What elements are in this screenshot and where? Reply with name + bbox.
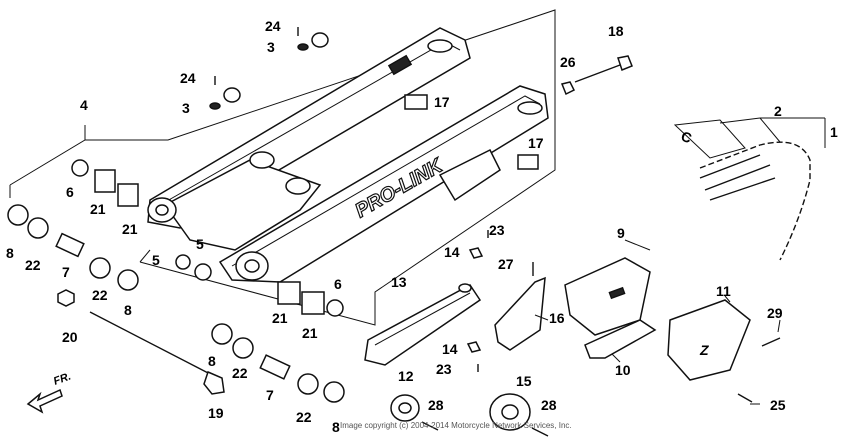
- callout-5b: 5: [196, 236, 204, 252]
- callout-24b: 24: [180, 70, 196, 86]
- callout-7a: 7: [62, 264, 70, 280]
- callout-3a: 3: [267, 39, 275, 55]
- callout-28a: 28: [428, 397, 444, 413]
- fasteners: [209, 27, 781, 437]
- callout-22a: 22: [25, 257, 41, 273]
- callout-9: 9: [617, 225, 625, 241]
- callout-6b: 6: [334, 276, 342, 292]
- callout-13: 13: [391, 274, 407, 290]
- roller-12: [390, 394, 420, 422]
- nut-20: [57, 289, 75, 307]
- callout-6a: 6: [66, 184, 74, 200]
- callout-28b: 28: [541, 397, 557, 413]
- chain-slider-13: [364, 283, 482, 366]
- callout-26: 26: [560, 54, 576, 70]
- guard-16: [494, 276, 546, 351]
- callout-27: 27: [498, 256, 514, 272]
- callout-18: 18: [608, 23, 624, 39]
- callout-12: 12: [398, 368, 414, 384]
- callout-24a: 24: [265, 18, 281, 34]
- callout-17a: 17: [434, 94, 450, 110]
- callout-15: 15: [516, 373, 532, 389]
- callout-14b: 14: [442, 341, 458, 357]
- guide-slider-10: [584, 319, 657, 359]
- callout-21a: 21: [90, 201, 106, 217]
- callout-16: 16: [549, 310, 565, 326]
- callout-22d: 22: [296, 409, 312, 425]
- pivot-bolt-19: [89, 311, 225, 395]
- guide-plate-11: Z: [667, 299, 751, 381]
- callout-8a: 8: [6, 245, 14, 261]
- callout-2: 2: [774, 103, 782, 119]
- direction-label: FR.: [52, 370, 73, 387]
- roller-15: [489, 393, 531, 431]
- callout-22b: 22: [92, 287, 108, 303]
- callout-numbers: 1 2 3 3 4 5 5 6 6 7 7 8 8 8 8 9 10 11 12…: [6, 18, 838, 435]
- collars-bearings: [7, 159, 345, 403]
- callout-8c: 8: [208, 353, 216, 369]
- callout-25: 25: [770, 397, 786, 413]
- copyright-notice: Image copyright (c) 2004-2014 Motorcycle…: [340, 421, 572, 430]
- drive-chain: C: [673, 119, 811, 261]
- callout-23a: 23: [489, 222, 505, 238]
- callout-29: 29: [767, 305, 783, 321]
- callout-8b: 8: [124, 302, 132, 318]
- callout-10: 10: [615, 362, 631, 378]
- front-direction-arrow: FR.: [26, 370, 73, 414]
- callout-3b: 3: [182, 100, 190, 116]
- callout-17b: 17: [528, 135, 544, 151]
- callout-11: 11: [716, 283, 731, 299]
- callout-1: 1: [830, 124, 838, 140]
- callout-4: 4: [80, 97, 88, 113]
- callout-20: 20: [62, 329, 78, 345]
- callout-21c: 21: [272, 310, 288, 326]
- leader-lines: [534, 117, 826, 405]
- callout-23b: 23: [436, 361, 452, 377]
- callout-21d: 21: [302, 325, 318, 341]
- callout-19: 19: [208, 405, 224, 421]
- callout-8d: 8: [332, 419, 340, 435]
- svg-text:Z: Z: [699, 342, 709, 358]
- callout-5a: 5: [152, 252, 160, 268]
- swingarm: PRO-LINK: [147, 27, 549, 283]
- callout-22c: 22: [232, 365, 248, 381]
- callout-21b: 21: [122, 221, 138, 237]
- callout-7b: 7: [266, 387, 274, 403]
- callout-14a: 14: [444, 244, 460, 260]
